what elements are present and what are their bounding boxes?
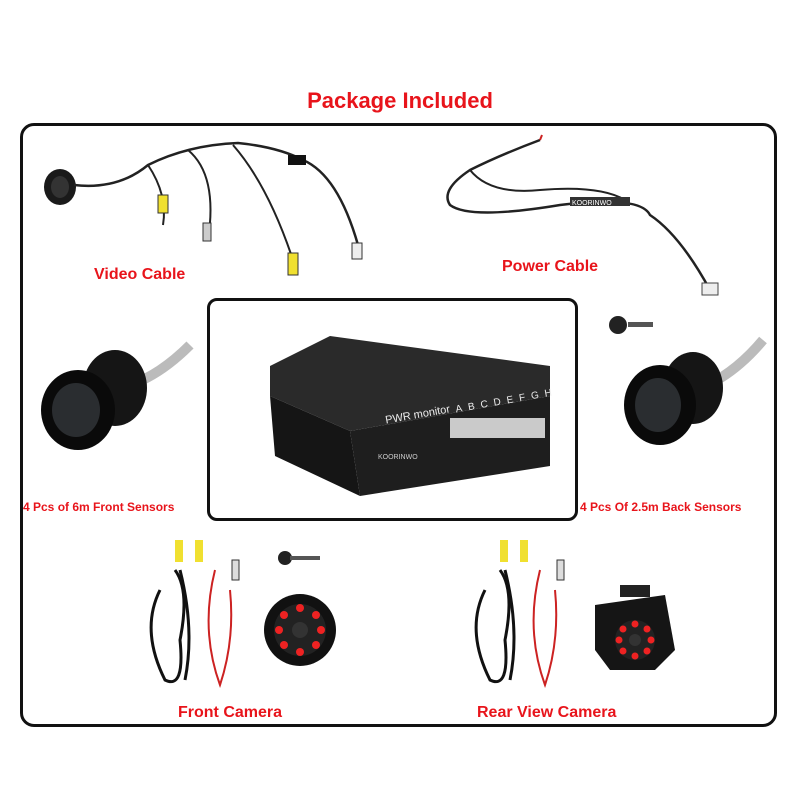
video-cable-image — [44, 141, 363, 276]
control-box-frame: PWR monitor A B C D E F G H KOORINWO — [207, 298, 578, 521]
back-sensors-label: 4 Pcs Of 2.5m Back Sensors — [580, 500, 742, 514]
port-d: D — [492, 396, 502, 409]
port-c: C — [479, 398, 489, 411]
front-camera-image — [149, 540, 336, 689]
power-cable-image: KOORINWO — [446, 134, 719, 296]
front-sensor-image — [41, 341, 194, 450]
package-title: Package Included — [307, 88, 493, 113]
front-camera-label: Front Camera — [178, 704, 283, 721]
power-cable-brand: KOORINWO — [572, 200, 612, 207]
port-g: G — [530, 389, 540, 403]
power-cable-label: Power Cable — [502, 258, 599, 275]
port-h: H — [543, 387, 553, 400]
video-cable-label: Video Cable — [94, 266, 186, 283]
front-sensors-label: 4 Pcs of 6m Front Sensors — [23, 500, 175, 514]
port-b: B — [467, 401, 476, 414]
back-sensor-image — [609, 316, 767, 445]
control-box-brand: KOORINWO — [378, 454, 418, 461]
rear-camera-label: Rear View Camera — [477, 704, 617, 721]
port-f: F — [518, 392, 527, 405]
package-frame — [20, 123, 777, 727]
control-box-image — [270, 336, 550, 496]
port-e: E — [505, 394, 515, 407]
port-a: A — [454, 403, 464, 416]
rear-camera-image — [474, 540, 675, 689]
